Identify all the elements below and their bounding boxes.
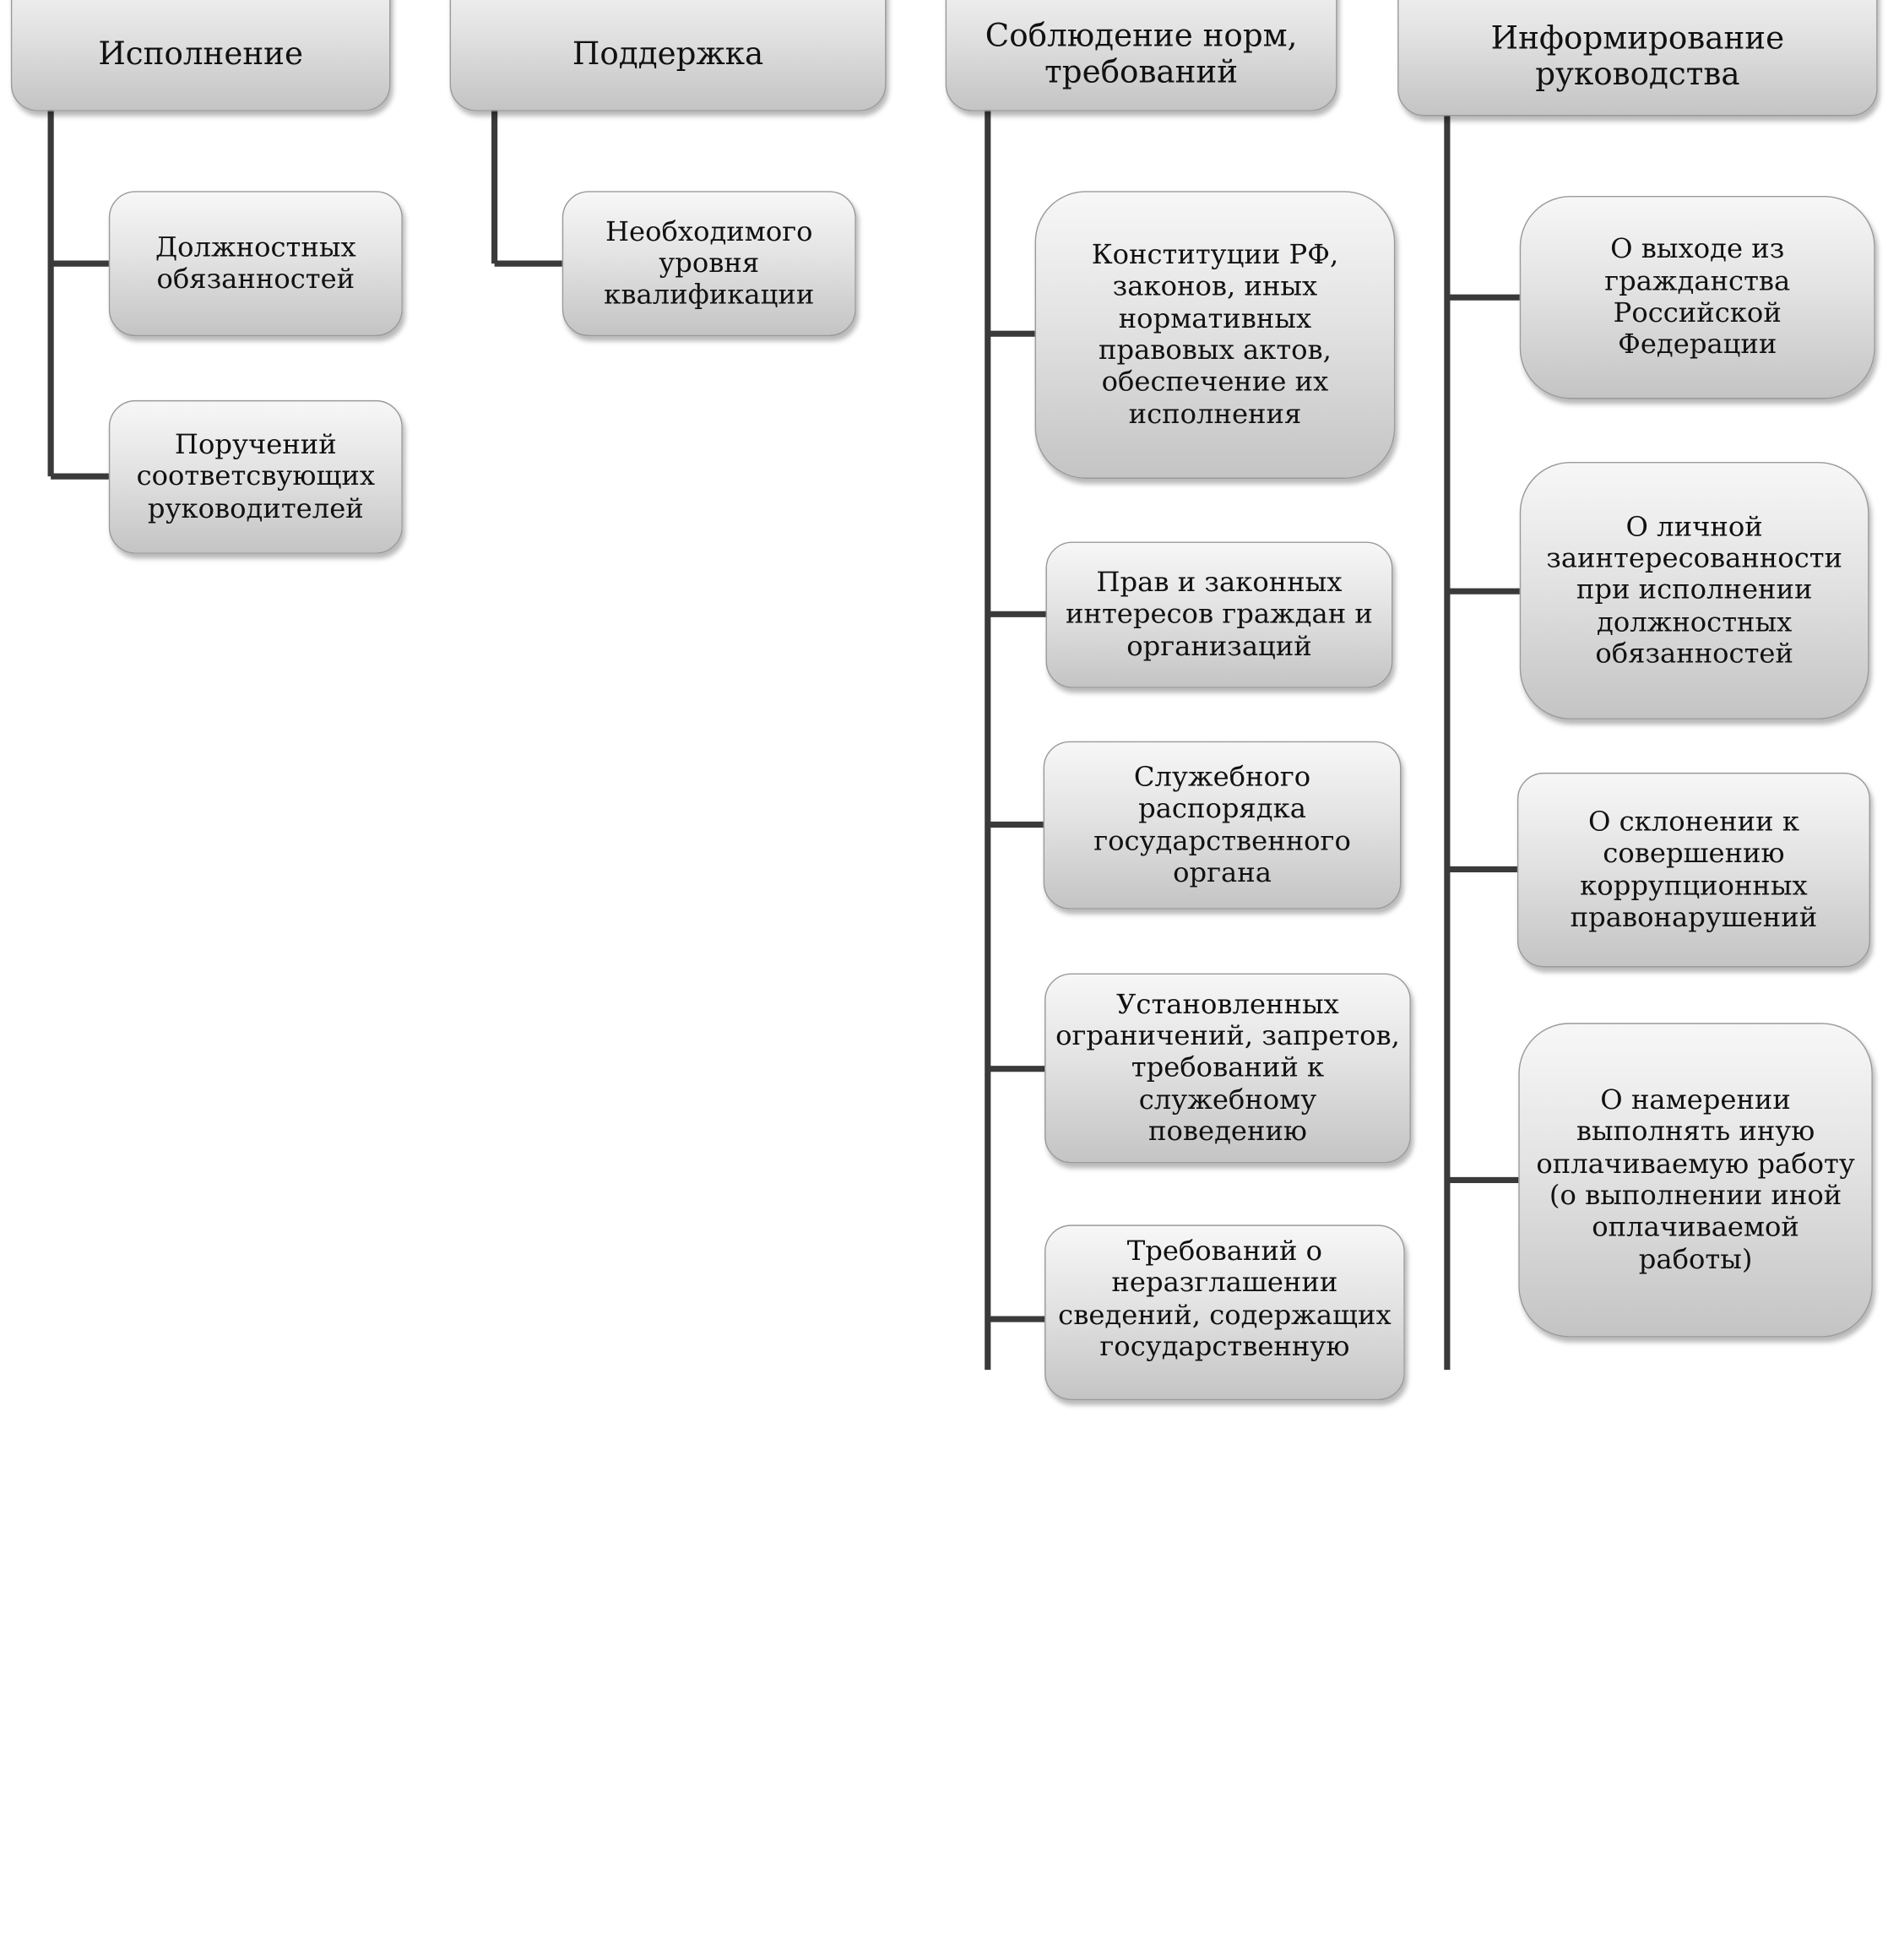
item-label: Поручений соответсвующих руководителей — [136, 429, 376, 524]
heading-support: Поддержка — [449, 0, 887, 111]
item-qualification-level: Необходимого уровня квалификации — [562, 191, 856, 337]
item-label: Требований о неразглашении сведений, сод… — [1058, 1235, 1392, 1363]
item-manager-orders: Поручений соответсвующих руководителей — [108, 399, 403, 554]
item-personal-interest: О личной заинтересованности при исполнен… — [1519, 461, 1869, 719]
item-corruption-inducement: О склонении к совершению коррупционных п… — [1516, 772, 1870, 968]
heading-label: Поддержка — [572, 35, 764, 73]
heading-execution: Исполнение — [10, 0, 391, 111]
heading-label: Исполнение — [98, 35, 304, 73]
item-label: О личной заинтересованности при исполнен… — [1546, 511, 1843, 671]
item-other-paid-work: О намерении выполнять иную оплачиваемую … — [1518, 1023, 1873, 1338]
item-label: О склонении к совершению коррупционных п… — [1570, 806, 1818, 934]
item-citizenship-exit: О выходе из гражданства Российской Федер… — [1519, 195, 1875, 399]
item-nondisclosure: Требований о неразглашении сведений, сод… — [1044, 1224, 1405, 1401]
item-service-schedule: Служебного распорядка государственного о… — [1043, 741, 1402, 909]
connector-lines — [47, 108, 1520, 1371]
item-restrictions-bans: Установленных ограничений, запретов, тре… — [1044, 973, 1411, 1164]
item-job-duties: Должностных обязанностей — [108, 191, 403, 337]
item-label: Должностных обязанностей — [155, 231, 356, 296]
heading-label: Информирование руководства — [1490, 19, 1785, 94]
item-label: О выходе из гражданства Российской Федер… — [1604, 233, 1791, 361]
item-label: Установленных ограничений, запретов, тре… — [1055, 988, 1400, 1148]
item-label: Конституции РФ, законов, иных нормативны… — [1091, 239, 1339, 431]
item-label: О намерении выполнять иную оплачиваемую … — [1536, 1084, 1855, 1276]
item-label: Необходимого уровня квалификации — [604, 215, 815, 312]
heading-label: Соблюдение норм, требований — [985, 17, 1298, 91]
item-label: Служебного распорядка государственного о… — [1093, 761, 1351, 889]
item-label: Прав и законных интересов граждан и орга… — [1065, 567, 1373, 663]
item-constitution-laws: Конституции РФ, законов, иных нормативны… — [1034, 191, 1396, 479]
item-citizen-rights: Прав и законных интересов граждан и орга… — [1045, 541, 1393, 688]
heading-compliance: Соблюдение норм, требований — [945, 0, 1337, 111]
heading-informing-management: Информирование руководства — [1397, 0, 1878, 117]
